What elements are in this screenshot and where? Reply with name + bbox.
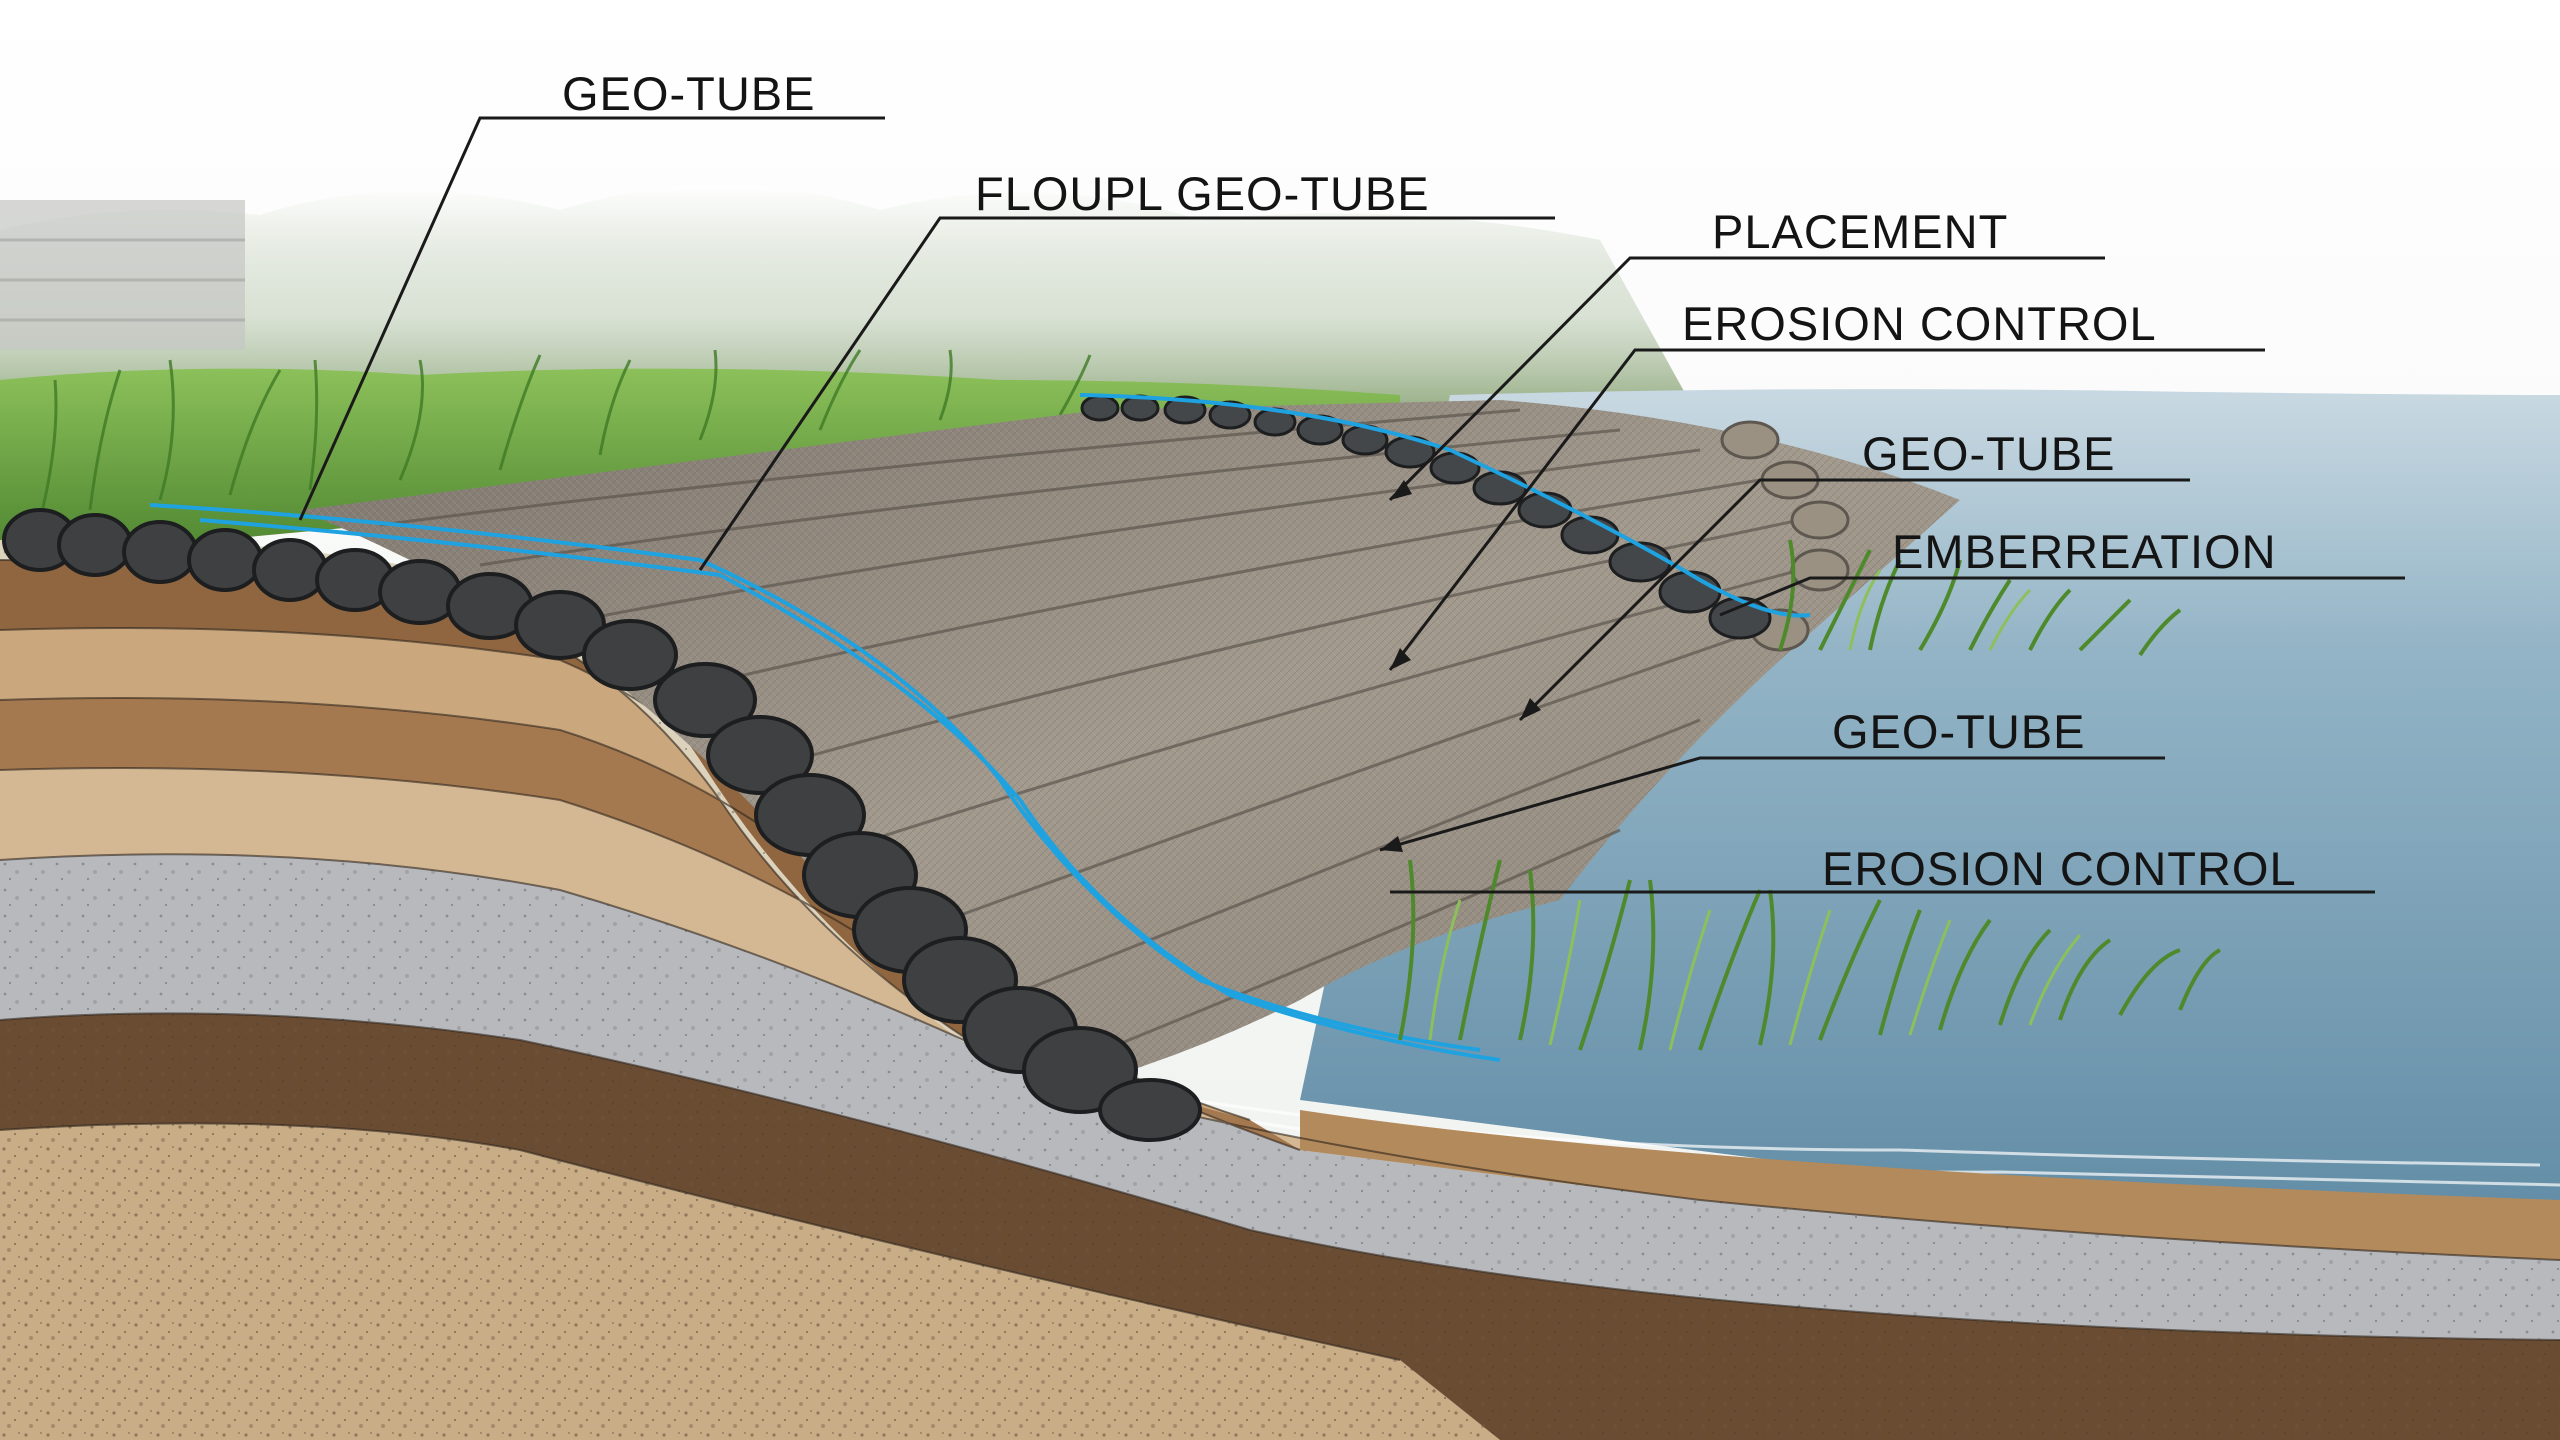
geo-tube-coil: [2, 508, 1202, 1142]
geo-tube-coil-back: [1080, 394, 1772, 640]
leader-geo-tube-right: [1518, 478, 2190, 722]
soil-layers: [0, 538, 2560, 1440]
leader-emberreation: [1719, 576, 2405, 617]
reed-grass-light: [1428, 569, 2082, 1051]
callout-geo-tube-top: GEO-TUBE: [562, 67, 816, 120]
callout-erosion-control-lower: EROSION CONTROL: [1822, 842, 2297, 895]
callout-floupl-geo-tube: FLOUPL GEO-TUBE: [975, 167, 1430, 220]
leader-erosion-control-upper: [1388, 348, 2265, 671]
reed-grass: [1398, 539, 2222, 1051]
callout-erosion-control-upper: EROSION CONTROL: [1682, 297, 2157, 350]
leader-placement: [1388, 256, 2105, 502]
tie-ropes: [149, 393, 1811, 1062]
callout-geo-tube-lower: GEO-TUBE: [1832, 705, 2086, 758]
callout-placement: PLACEMENT: [1712, 205, 2009, 258]
callout-lines: [298, 116, 2405, 894]
leader-geo-tube-top: [298, 116, 885, 521]
callout-arrowheads: [1380, 480, 1541, 852]
callout-geo-tube-right: GEO-TUBE: [1862, 427, 2116, 480]
leader-geo-tube-lower: [1379, 756, 2165, 852]
callout-emberreation: EMBERREATION: [1892, 525, 2277, 578]
leader-floupl-geo-tube: [698, 216, 1555, 571]
